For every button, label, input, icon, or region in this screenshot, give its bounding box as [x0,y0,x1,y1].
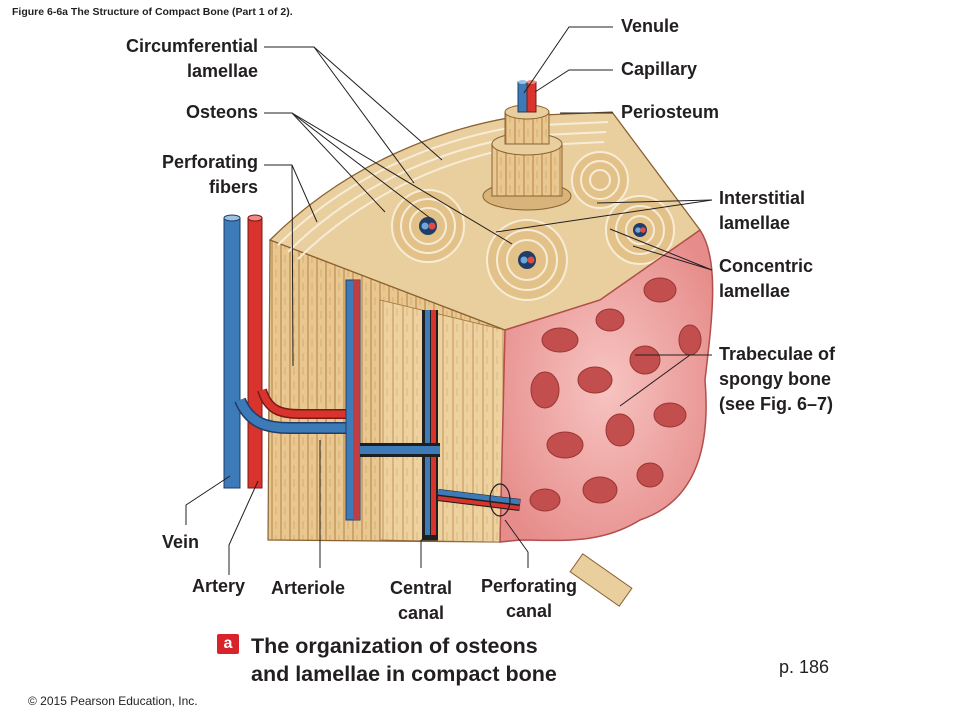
label-capillary: Capillary [621,59,698,79]
leader-lines [185,26,713,575]
label-osteons: Osteons [185,102,258,122]
label-periosteum: Periosteum [621,102,720,122]
figure-caption: Figure 6-6a The Structure of Compact Bon… [12,6,293,18]
osteon-2 [486,219,568,301]
perforating-canal-vessel [437,489,521,511]
trabecula-stub [569,553,633,607]
artery-vessel [247,214,263,489]
page-number: p. 186 [779,657,830,677]
label-vein: Vein [162,532,200,552]
raised-osteon [482,80,572,211]
vein-vessel [223,214,241,489]
copyright-notice: © 2015 Pearson Education, Inc. [28,694,198,708]
label-arteriole: Arteriole [271,578,346,598]
label-artery: Artery [192,576,246,596]
osteon-3 [605,195,675,265]
panel-badge: a [217,634,239,654]
label-venule: Venule [621,16,680,36]
osteon-4 [571,151,629,209]
spongy-holes [529,277,702,512]
osteon-1 [391,189,465,263]
